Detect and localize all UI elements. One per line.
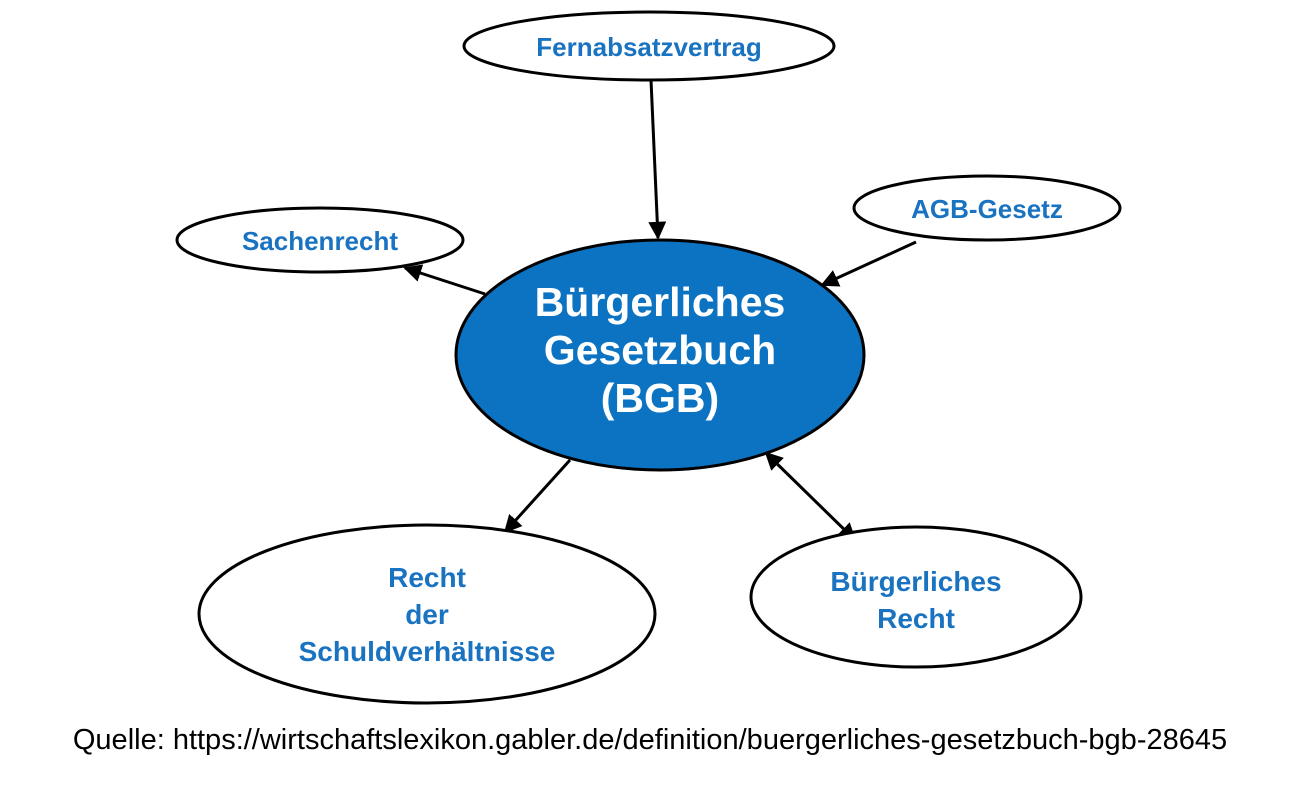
edge-bgb-buergerliches-recht-bidirectional xyxy=(764,451,857,542)
node-fernabsatz-label: Fernabsatzvertrag xyxy=(536,32,761,62)
node-buergerlich-ellipse xyxy=(749,525,1083,669)
schuld-label-line: Schuldverhältnisse xyxy=(299,636,556,667)
center-label-line: Bürgerliches xyxy=(535,279,786,325)
edge-bgb-to-sachenrecht xyxy=(403,264,486,296)
node-sachenrecht-ellipse xyxy=(175,206,465,274)
sachenrecht-label-line: Sachenrecht xyxy=(242,226,398,256)
node-fernabsatz-ellipse xyxy=(462,10,836,82)
buergerlich-label-line: Bürgerliches xyxy=(830,566,1001,597)
edge-agb-to-bgb xyxy=(820,240,917,287)
node-schuld-ellipse xyxy=(197,523,657,705)
edge-fernabsatz-to-bgb xyxy=(648,79,667,240)
node-center-ellipse xyxy=(454,238,866,472)
center-label-line: Gesetzbuch xyxy=(544,327,776,373)
buergerlich-label-line: Recht xyxy=(877,603,955,634)
node-agb-label: AGB-Gesetz xyxy=(911,194,1063,224)
edges xyxy=(403,79,917,542)
source-caption: Quelle: https://wirtschaftslexikon.gable… xyxy=(72,724,1228,756)
node-sachenrecht-label: Sachenrecht xyxy=(242,226,398,256)
node-sachenrecht: Sachenrecht xyxy=(175,206,465,274)
fernabsatz-label-line: Fernabsatzvertrag xyxy=(536,32,761,62)
center-label-line: (BGB) xyxy=(601,375,719,421)
node-agb-gesetz: AGB-Gesetz xyxy=(852,174,1122,242)
schuld-label-line: der xyxy=(405,599,449,630)
edge-bgb-to-schuldverhaeltnisse xyxy=(503,458,572,534)
node-fernabsatzvertrag: Fernabsatzvertrag xyxy=(462,10,836,82)
schuld-label-line: Recht xyxy=(388,562,466,593)
agb-label-line: AGB-Gesetz xyxy=(911,194,1063,224)
node-agb-ellipse xyxy=(852,174,1122,242)
